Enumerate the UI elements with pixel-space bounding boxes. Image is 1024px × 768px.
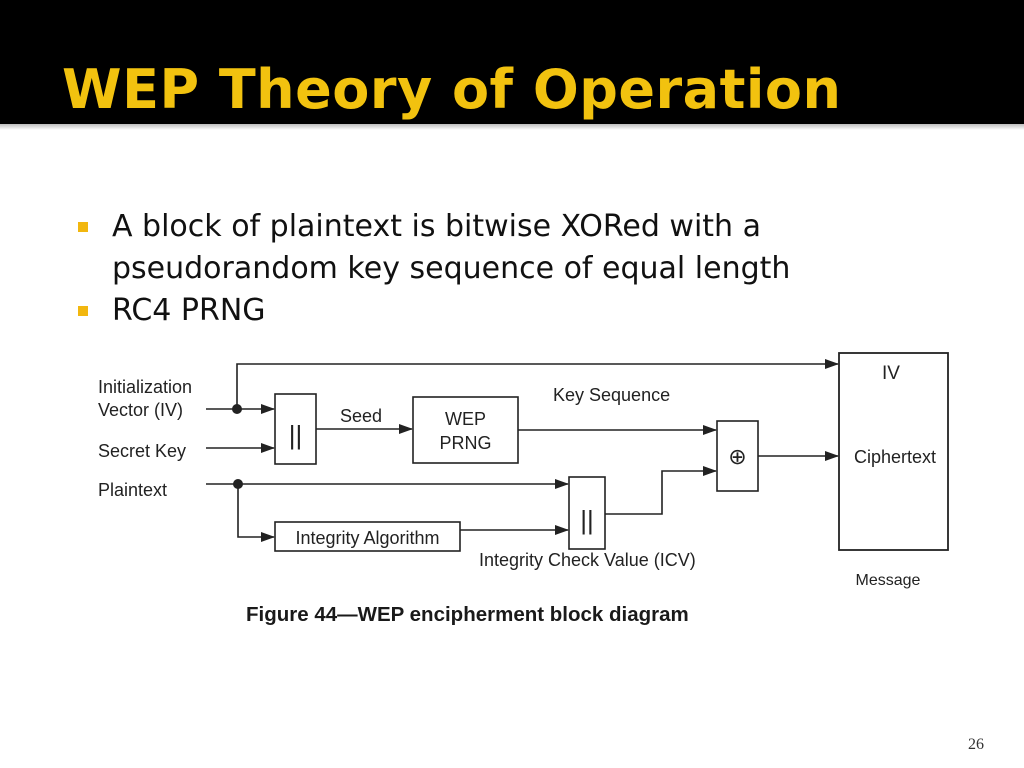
concat-box-seed [274,393,317,465]
icv-label: Integrity Check Value (ICV) [479,550,696,570]
seed-label: Seed [340,406,382,426]
concat-box-icv [568,476,606,550]
bullet-item-2: RC4 PRNG [78,290,878,332]
concat-to-xor-line [605,466,717,515]
bullet-text: A block of plaintext is bitwise XORed wi… [112,209,791,286]
bullet-square-icon [78,222,88,232]
slide-title: WEP Theory of Operation [62,58,842,121]
wep-prng-label-line1: WEP [445,409,486,429]
xor-box [716,420,759,492]
concat-symbol-2: || [580,505,594,535]
integrity-algorithm-label: Integrity Algorithm [295,528,439,548]
message-box [838,352,949,551]
output-ciphertext-label: Ciphertext [854,447,936,467]
bullet-list: A block of plaintext is bitwise XORed wi… [78,206,878,332]
wep-block-diagram: Initialization Vector (IV) Secret Key Pl… [98,352,949,589]
key-sequence-label: Key Sequence [553,385,670,405]
bullet-square-icon [78,306,88,316]
iv-label-line2: Vector (IV) [98,400,183,420]
bullet-text: RC4 PRNG [112,293,266,328]
iv-bypass-line [236,359,839,409]
title-divider [0,124,1024,130]
page-number: 26 [968,736,984,753]
xor-symbol: ⊕ [728,444,746,469]
output-iv-label: IV [882,363,900,384]
concat-symbol: || [289,420,303,450]
message-label: Message [856,572,921,589]
wep-prng-label-line2: PRNG [439,433,491,453]
plaintext-label: Plaintext [98,480,167,500]
title-bar [0,0,1024,124]
integrity-algorithm-box [274,521,461,552]
plaintext-to-integrity-line [237,484,275,542]
bullet-item-1: A block of plaintext is bitwise XORed wi… [78,206,878,290]
figure-caption: Figure 44—WEP encipherment block diagram [246,603,689,626]
iv-label-line1: Initialization [98,377,192,397]
wep-prng-box [412,396,519,464]
secret-key-label: Secret Key [98,441,186,461]
